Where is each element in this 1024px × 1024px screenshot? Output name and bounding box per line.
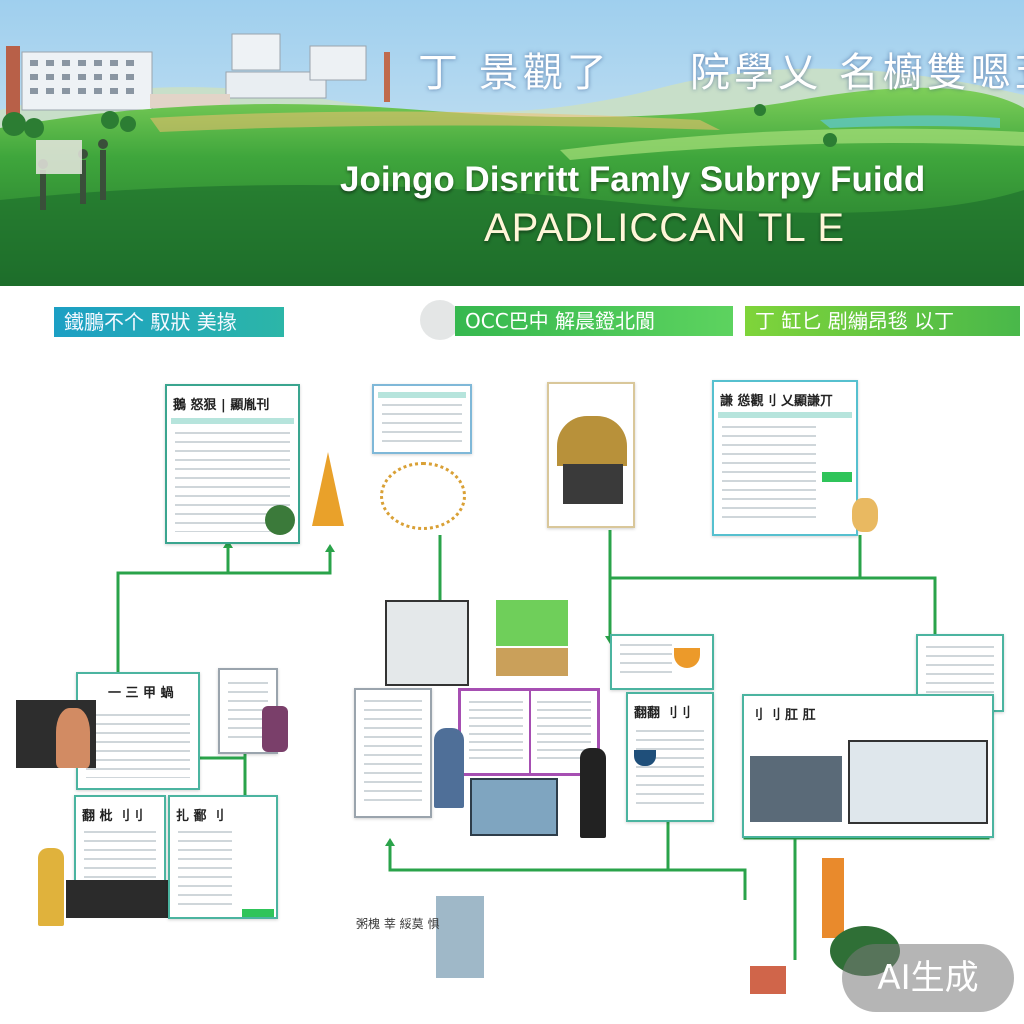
section-label-2: OCC巴中 解晨鐙北閬 <box>455 306 733 336</box>
section-label-1: 鐵鵬不个 馭狀 美掾 <box>54 307 284 337</box>
person-figure-icon <box>56 708 90 768</box>
header-bar <box>378 392 466 398</box>
field-photo-2 <box>496 648 568 676</box>
ai-generated-badge: AI生成 <box>842 944 1014 1012</box>
document-card-10[interactable] <box>610 634 714 690</box>
person-figure-icon <box>434 728 464 808</box>
banner-subtitle: APADLICCAN TL E <box>484 206 846 250</box>
document-card-8-title: 扎 鄱 刂 <box>176 809 225 824</box>
text-lines <box>228 682 268 742</box>
text-lines <box>382 404 462 446</box>
marker-icon <box>822 858 844 938</box>
crate-icon <box>750 966 786 994</box>
status-indicator <box>822 472 852 482</box>
document-card-2[interactable] <box>372 384 472 454</box>
person-figure-icon <box>580 748 606 838</box>
document-card-3[interactable] <box>547 382 635 528</box>
bowl-icon <box>674 648 700 668</box>
banner-heading: 丁 景觀了 院學乂 名櫥雙嗯苙 <box>0 40 1024 96</box>
machine-illustration <box>385 600 469 686</box>
ornament-icon <box>380 462 466 530</box>
document-card-11-title: 翻翻 刂刂 <box>634 706 691 721</box>
connector-line <box>388 845 747 900</box>
document-card-12[interactable]: 刂 刂 肛 肛 <box>742 694 994 838</box>
document-card-7-title: 翻 枇 刂刂 <box>82 809 144 824</box>
document-card-11[interactable]: 翻翻 刂刂 <box>626 692 714 822</box>
document-card-1-title: 鵝 怒狠 | 顯胤刊 <box>173 398 270 413</box>
desk-illustration <box>66 880 170 918</box>
header-bar <box>171 418 294 424</box>
header-banner <box>0 0 1024 286</box>
smoke-decoration <box>420 300 460 340</box>
document-card-8[interactable]: 扎 鄱 刂 <box>168 795 278 919</box>
illustration-image <box>557 416 627 466</box>
text-lines <box>84 831 156 883</box>
text-lines <box>86 714 190 778</box>
status-indicator <box>242 909 274 917</box>
person-figure-icon <box>38 848 64 926</box>
stand-illustration <box>436 896 484 978</box>
document-card-4-title: 謙 慫觀刂 乂顯謙丌 <box>720 394 834 409</box>
arrow-head <box>223 540 233 548</box>
header-bar <box>718 412 852 418</box>
machine-illustration <box>470 778 558 836</box>
text-lines <box>178 831 232 907</box>
document-card-1[interactable]: 鵝 怒狠 | 顯胤刊 <box>165 384 300 544</box>
arrow-head <box>385 838 395 846</box>
banner-heading-right: 院學乂 名櫥雙嗯苙 <box>690 50 1024 96</box>
text-lines <box>926 646 994 700</box>
arrow-head <box>325 544 335 552</box>
document-card-5-title: 一 三 甲 蝸 <box>108 686 174 701</box>
person-figure-icon <box>262 706 288 752</box>
connector-line <box>116 545 230 680</box>
bowl-icon <box>634 750 656 766</box>
open-book <box>458 688 600 776</box>
banner-title: Joingo Disrritt Famly Subrpy Fuidd <box>340 160 926 199</box>
text-lines <box>364 700 422 806</box>
document-card-4[interactable]: 謙 慫觀刂 乂顯謙丌 <box>712 380 858 536</box>
text-lines <box>620 644 672 678</box>
section-label-3: 丁 缸匕 剧繃昂毯 以丁 <box>745 306 1020 336</box>
connector-line <box>608 530 937 640</box>
document-card-9[interactable] <box>354 688 432 818</box>
banner-heading-left: 丁 景觀了 <box>418 50 611 96</box>
connector-line <box>200 756 247 798</box>
connector-line <box>228 548 332 575</box>
text-lines <box>722 426 816 524</box>
document-card-5[interactable]: 一 三 甲 蝸 <box>76 672 200 790</box>
document-card-12-title: 刂 刂 肛 肛 <box>750 708 816 723</box>
landscape-illustration <box>0 0 1024 286</box>
person-figure-icon <box>852 498 878 532</box>
text-lines <box>636 730 704 810</box>
field-photo-1 <box>496 600 568 646</box>
plant-icon <box>265 505 295 535</box>
book-spine <box>529 691 531 773</box>
machine-icon <box>563 464 623 504</box>
printer-illustration <box>848 740 988 824</box>
bottom-caption: 粥槐 莘 綏莫 惧 <box>356 917 440 931</box>
screen-illustration <box>750 756 842 822</box>
text-lines <box>469 701 523 765</box>
